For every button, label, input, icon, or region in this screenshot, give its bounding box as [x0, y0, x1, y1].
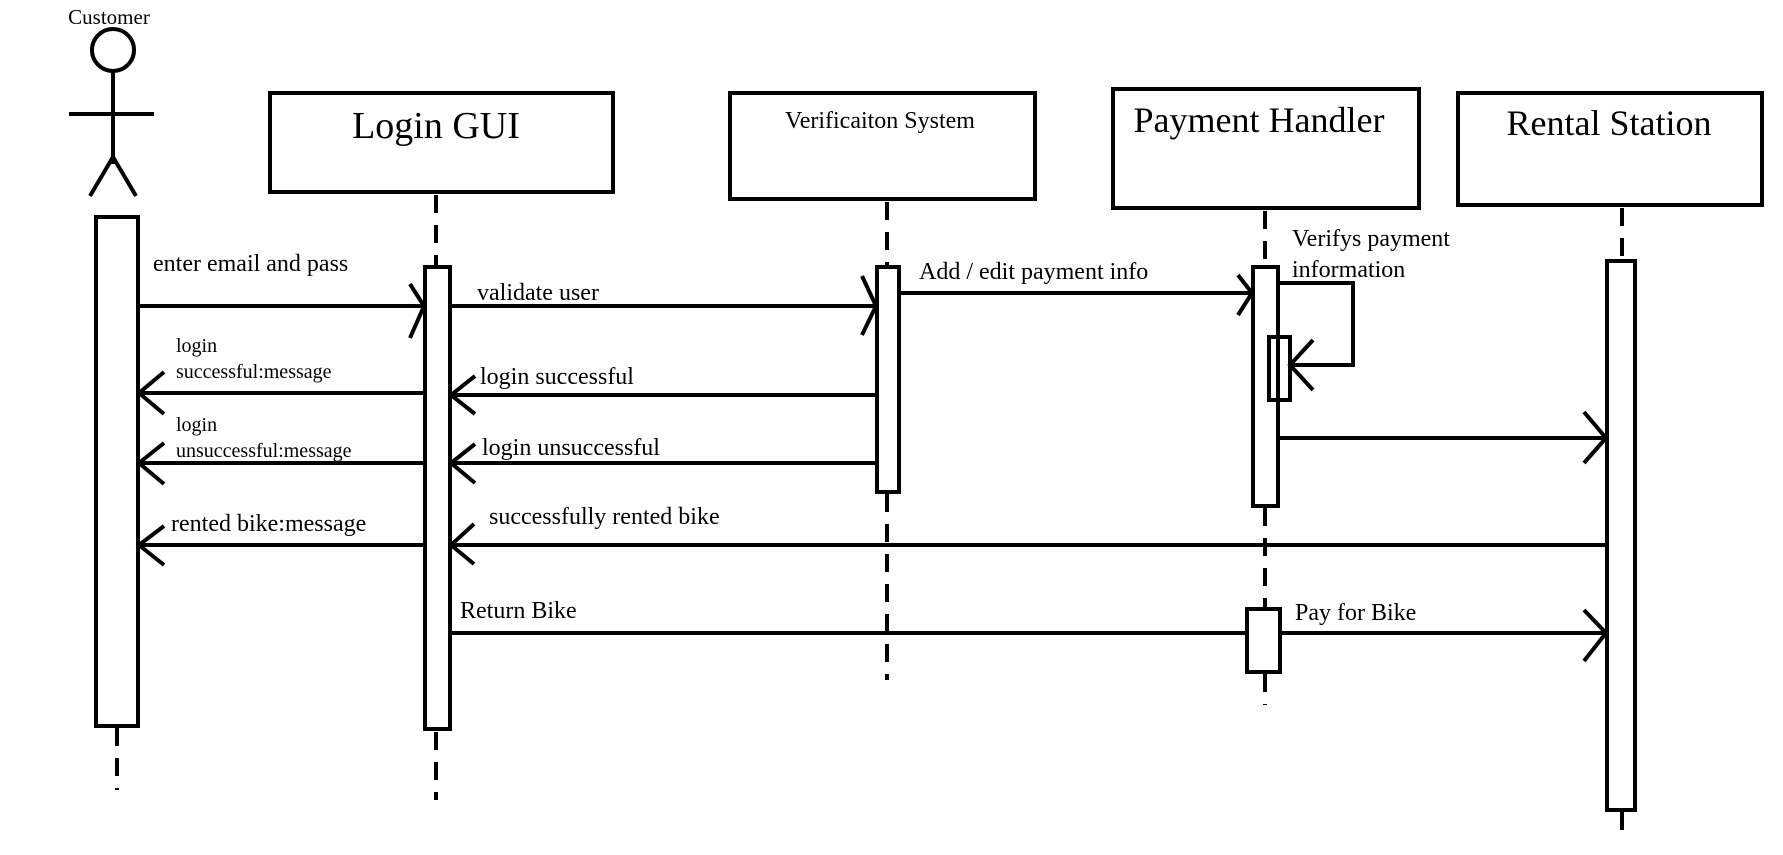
label-validate-user: validate user [477, 280, 599, 306]
label-return-bike: Return Bike [460, 598, 577, 624]
message-rented-bike-msg [135, 524, 424, 567]
label-pay-for-bike: Pay for Bike [1295, 600, 1416, 626]
message-successfully-rented [447, 522, 1606, 566]
message-self-verify [1278, 281, 1355, 392]
message-validate-user [450, 275, 879, 336]
label-login-unsuccessful: login unsuccessful [482, 435, 660, 461]
lifelines [115, 195, 1624, 830]
label-rented-bike-msg: rented bike:message [171, 511, 366, 537]
label-login-unsuccess-msg-2: unsuccessful:message [176, 440, 352, 462]
payment-activation [1251, 265, 1280, 508]
message-enter-email [138, 282, 427, 339]
rental-station-box [1456, 91, 1764, 207]
message-login-unsuccessful [447, 442, 876, 485]
login-gui-activation [423, 265, 452, 731]
message-login-unsuccess-msg [135, 441, 424, 486]
label-login-success-msg-1: login [176, 335, 217, 357]
payment-self-activation [1267, 335, 1292, 402]
payment-handler-box [1111, 87, 1421, 210]
actor-label: Customer [68, 5, 150, 29]
label-verifys-2: information [1292, 257, 1405, 283]
label-add-edit-payment: Add / edit payment info [919, 259, 1148, 285]
message-payment-to-rental [1278, 410, 1609, 465]
message-pay-for-bike [1280, 608, 1609, 663]
payment-activation-2 [1245, 607, 1282, 674]
customer-actor [69, 27, 154, 198]
message-add-edit-payment [899, 273, 1255, 317]
label-verifys-1: Verifys payment [1292, 226, 1450, 252]
login-gui-box [268, 91, 615, 194]
rental-activation [1605, 259, 1637, 812]
label-login-successful: login successful [480, 364, 634, 390]
verification-activation [875, 265, 901, 494]
label-login-unsuccess-msg-1: login [176, 414, 217, 436]
customer-activation [94, 215, 140, 728]
verification-system-box [728, 91, 1037, 201]
rental-station-title: Rental Station [1507, 103, 1712, 143]
verification-system-title: Verificaiton System [785, 108, 975, 134]
label-successfully-rented: successfully rented bike [489, 504, 720, 530]
message-login-successful [447, 374, 876, 416]
label-enter-email: enter email and pass [153, 251, 348, 277]
message-login-success-msg [135, 370, 424, 416]
payment-handler-title: Payment Handler [1134, 100, 1385, 140]
login-gui-title: Login GUI [352, 105, 520, 147]
label-login-success-msg-2: successful:message [176, 361, 332, 383]
